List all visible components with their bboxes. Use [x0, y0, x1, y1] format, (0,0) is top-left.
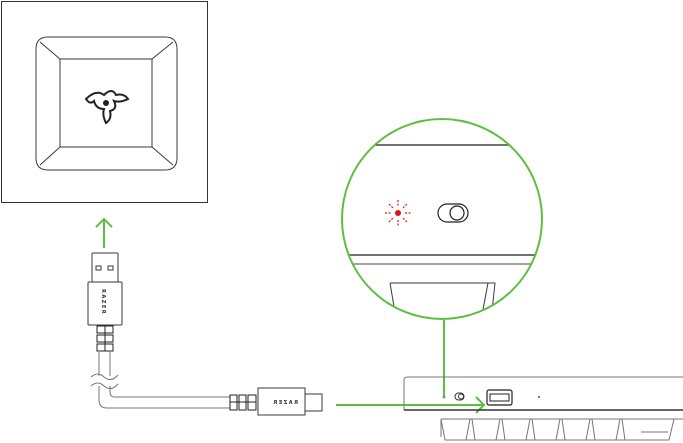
- keycap-row: [441, 419, 683, 440]
- strain-relief: [97, 326, 113, 351]
- toggle-switch-icon: [455, 393, 464, 400]
- computer-port-panel: [2, 2, 208, 203]
- usb-a-plug: RAZER: [88, 253, 122, 351]
- cable-brand-label: RAZER: [100, 289, 106, 315]
- strain-relief: [230, 395, 256, 410]
- keyboard-side: [404, 377, 683, 440]
- arrow-up-icon: [96, 219, 112, 248]
- status-led-icon: [443, 396, 446, 399]
- toggle-switch-icon: [438, 204, 468, 222]
- usb-c-plug: RAZER: [230, 388, 322, 415]
- magnified-view: [340, 119, 542, 330]
- usb-port-icon[interactable]: [487, 390, 512, 405]
- status-led-icon: [385, 200, 412, 227]
- cable: [91, 352, 230, 408]
- cable-brand-label: RAZER: [272, 400, 298, 406]
